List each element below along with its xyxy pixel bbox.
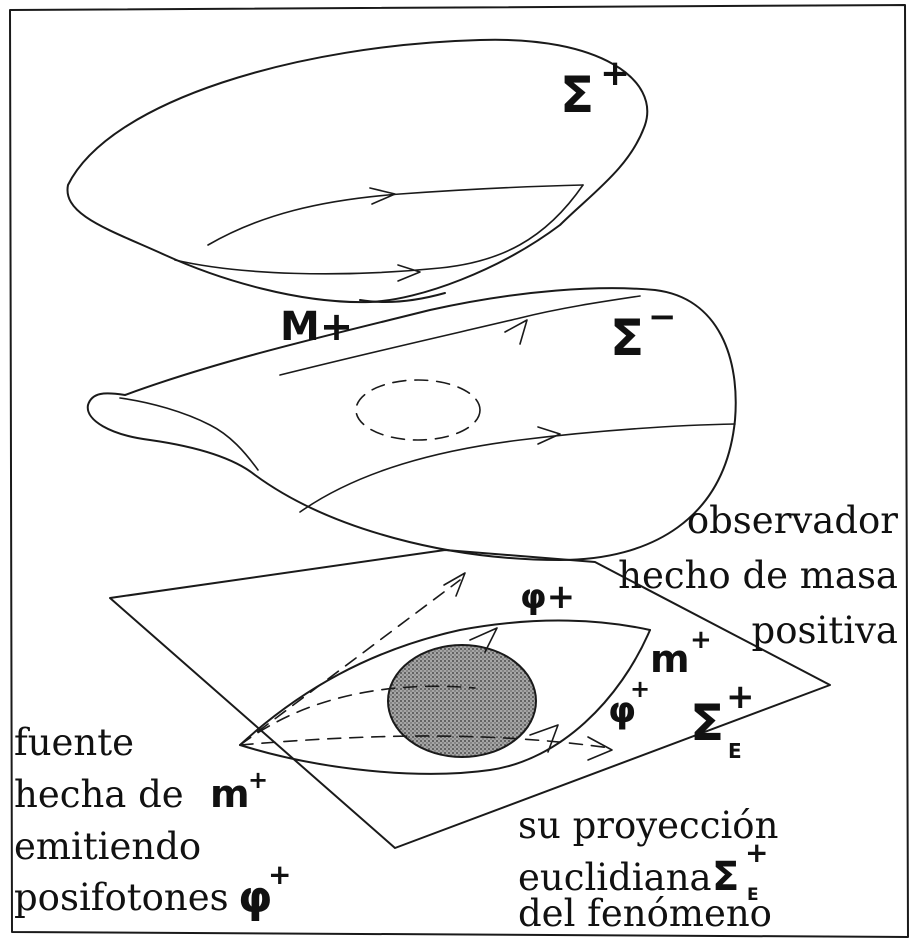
posifoton-rays	[239, 572, 613, 761]
label-m-plus-lens: m +	[650, 625, 712, 681]
plane-outline	[109, 549, 831, 849]
lens-lower-curve	[239, 629, 651, 775]
source-line-3: emitiendo	[14, 825, 201, 868]
source-phi-superscript: +	[268, 858, 291, 891]
label-sigma-plane: Σ + E	[690, 677, 755, 763]
source-m-symbol: m	[210, 772, 250, 816]
upper-surface	[66, 38, 649, 304]
observer-line-3: positiva	[752, 609, 898, 652]
upper-arrow-2	[397, 264, 421, 282]
source-line-4-text: posifotones	[14, 876, 229, 919]
sigma-minus-symbol: Σ	[610, 309, 644, 367]
upper-bottom-shade	[359, 292, 446, 304]
sigma-plane-symbol: Σ	[690, 694, 724, 752]
projection-sigma-superscript: +	[745, 836, 768, 869]
lens-upper-curve	[239, 619, 651, 746]
projection-line-2-text: euclidiana	[518, 856, 712, 899]
sigma-plus-symbol: Σ	[560, 66, 594, 124]
m-superscript: +	[690, 625, 712, 655]
observer-caption: observador hecho de masa positiva	[618, 499, 898, 652]
mass-label-M-plus: M+	[280, 304, 353, 350]
middle-arrow-1	[504, 319, 528, 345]
middle-surface	[86, 287, 737, 561]
ray-up-left	[239, 579, 461, 746]
lens-arrow-lower	[529, 724, 559, 753]
projection-line-1: su proyección	[518, 804, 778, 847]
source-line-2-text: hecha de	[14, 773, 184, 816]
frame-border	[9, 4, 909, 938]
source-disk	[387, 644, 537, 758]
middle-inner-curve	[279, 295, 641, 376]
middle-surface-rim	[86, 287, 737, 561]
upper-inner-curve	[207, 184, 584, 246]
projection-sigma-subscript: E	[747, 885, 759, 905]
phi-superscript: +	[630, 675, 650, 703]
lens-arrow-upper	[469, 627, 498, 653]
middle-tail-inner	[119, 397, 259, 471]
label-sigma-upper: Σ +	[560, 53, 630, 124]
ray-right	[239, 735, 611, 749]
upper-surface-rim	[66, 38, 649, 304]
projection-caption: su proyección euclidiana Σ + E del fenóm…	[518, 804, 778, 935]
ray-up-center	[239, 685, 476, 746]
middle-dashed-hole	[355, 379, 481, 441]
m-symbol: m	[650, 637, 690, 681]
upper-arrow-1	[369, 187, 396, 205]
ray-up-left-head	[443, 572, 466, 597]
upper-lower-curve	[174, 184, 584, 275]
middle-band-curve	[299, 423, 736, 513]
ray-right-head	[587, 736, 613, 761]
phi-symbol: φ	[608, 690, 636, 731]
projection-sigma-symbol: Σ	[712, 854, 739, 900]
middle-arrow-2	[537, 426, 561, 445]
label-sigma-middle: Σ −	[610, 297, 677, 367]
projection-plane	[109, 549, 831, 849]
observer-line-1: observador	[687, 499, 898, 542]
sigma-minus-superscript: −	[648, 297, 677, 337]
source-line-1: fuente	[14, 721, 134, 764]
projection-line-3: del fenómeno	[518, 892, 772, 935]
sigma-plane-superscript: +	[726, 677, 755, 717]
source-caption: fuente hecha de m + emitiendo posifotone…	[14, 721, 291, 923]
phi-plus-upper-label: φ+	[520, 577, 575, 617]
sigma-plane-subscript: E	[728, 739, 742, 763]
observer-line-2: hecho de masa	[618, 554, 898, 597]
label-phi-plus-side: φ +	[608, 675, 650, 731]
source-m-superscript: +	[248, 766, 268, 794]
source-phi-symbol: φ	[238, 872, 272, 923]
sigma-plus-superscript: +	[600, 53, 630, 94]
